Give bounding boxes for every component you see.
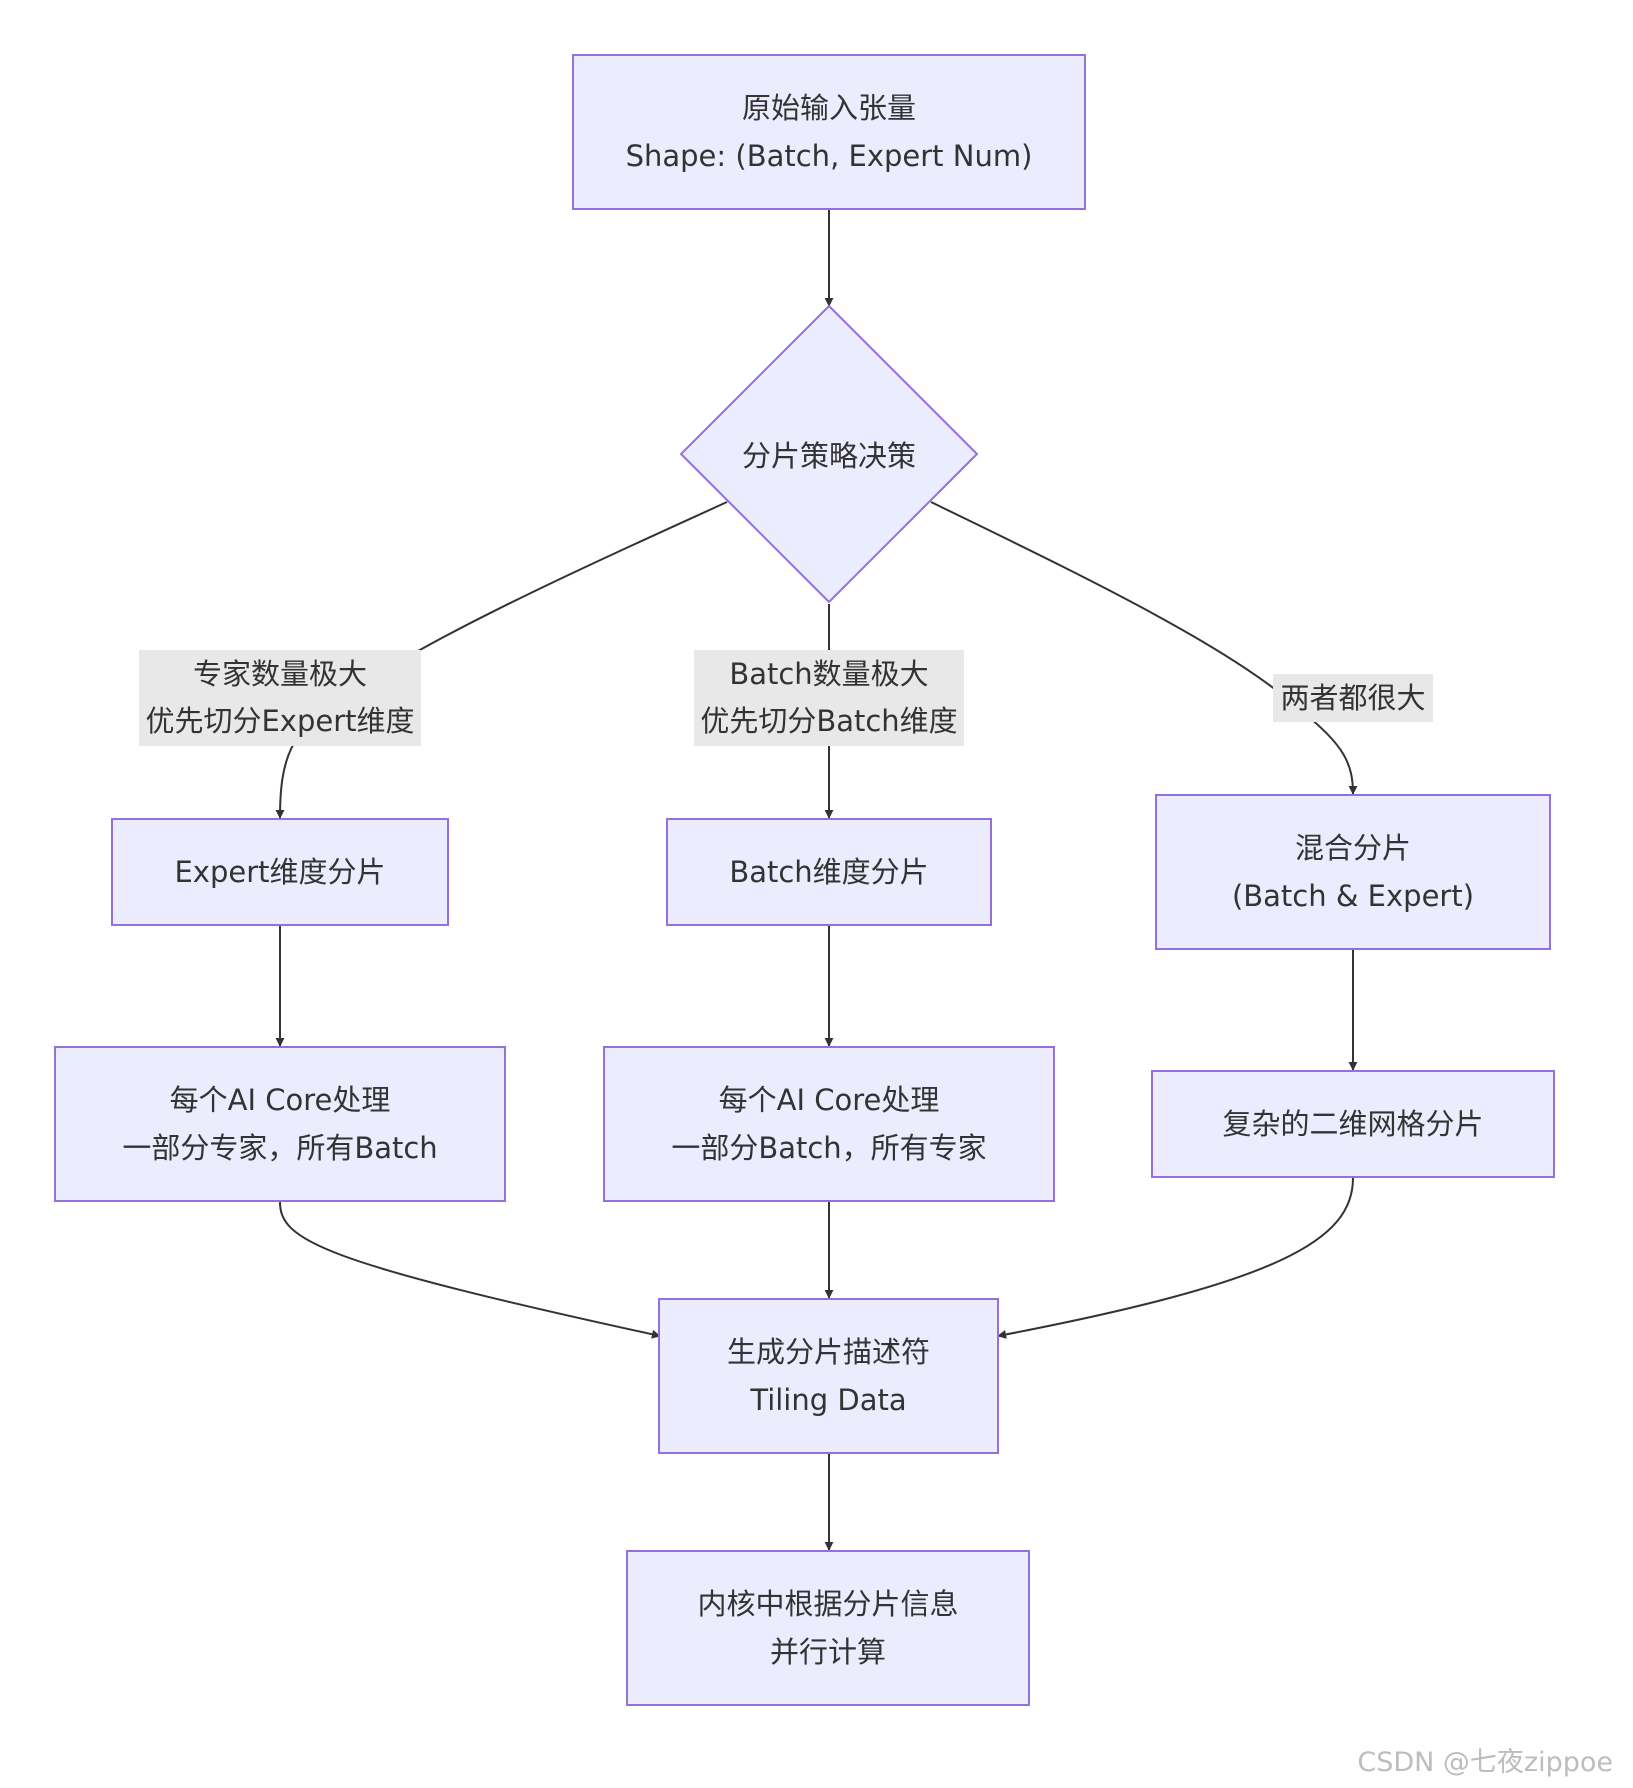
hybrid-tiling-node: 混合分片 (Batch & Expert) [1155, 794, 1551, 950]
kernel-node: 内核中根据分片信息 并行计算 [626, 1550, 1030, 1706]
edge-label-batch-large: Batch数量极大 优先切分Batch维度 [694, 650, 964, 746]
expert-core-line-2: 一部分专家，所有Batch [122, 1131, 438, 1165]
edge-expert-core-to-tiling-data [279, 1201, 661, 1339]
edge-decision-to-hybrid-tiling [930, 501, 1358, 795]
watermark: CSDN @七夜zippoe [1357, 1747, 1613, 1778]
edge-label-batch-large-line-2: 优先切分Batch维度 [700, 704, 958, 738]
input-tensor-node: 原始输入张量 Shape: (Batch, Expert Num) [572, 54, 1086, 210]
edge-label-expert-large: 专家数量极大 优先切分Expert维度 [139, 650, 421, 746]
grid-tiling-label: 复杂的二维网格分片 [1222, 1107, 1484, 1141]
edge-label-expert-large-line-2: 优先切分Expert维度 [145, 704, 415, 738]
expert-core-line-1: 每个AI Core处理 [169, 1083, 391, 1117]
expert-tiling-label: Expert维度分片 [174, 855, 386, 889]
decision-label: 分片策略决策 [741, 439, 916, 473]
hybrid-tiling-title: 混合分片 [1294, 831, 1411, 865]
tiling-data-subtitle: Tiling Data [750, 1383, 907, 1417]
edge-label-both-large-text: 两者都很大 [1280, 680, 1426, 715]
input-tensor-shape: Shape: (Batch, Expert Num) [625, 139, 1033, 173]
edge-label-both-large: 两者都很大 [1273, 674, 1433, 722]
decision-diamond-shape [679, 304, 979, 604]
edge-grid-tiling-to-tiling-data [997, 1177, 1354, 1339]
expert-tiling-node: Expert维度分片 [111, 818, 449, 926]
edge-label-expert-large-line-1: 专家数量极大 [192, 657, 367, 691]
input-tensor-title: 原始输入张量 [741, 91, 916, 125]
edge-label-batch-large-line-1: Batch数量极大 [729, 657, 929, 691]
batch-tiling-node: Batch维度分片 [666, 818, 992, 926]
batch-core-line-2: 一部分Batch，所有专家 [671, 1131, 987, 1165]
expert-core-node: 每个AI Core处理 一部分专家，所有Batch [54, 1046, 506, 1202]
batch-core-node: 每个AI Core处理 一部分Batch，所有专家 [603, 1046, 1055, 1202]
grid-tiling-node: 复杂的二维网格分片 [1151, 1070, 1555, 1178]
decision-node: 分片策略决策 [729, 424, 929, 484]
hybrid-tiling-subtitle: (Batch & Expert) [1231, 879, 1475, 913]
batch-core-line-1: 每个AI Core处理 [718, 1083, 940, 1117]
kernel-line-1: 内核中根据分片信息 [697, 1587, 959, 1621]
tiling-data-title: 生成分片描述符 [726, 1335, 930, 1369]
batch-tiling-label: Batch维度分片 [729, 855, 929, 889]
tiling-data-node: 生成分片描述符 Tiling Data [658, 1298, 999, 1454]
kernel-line-2: 并行计算 [769, 1635, 886, 1669]
